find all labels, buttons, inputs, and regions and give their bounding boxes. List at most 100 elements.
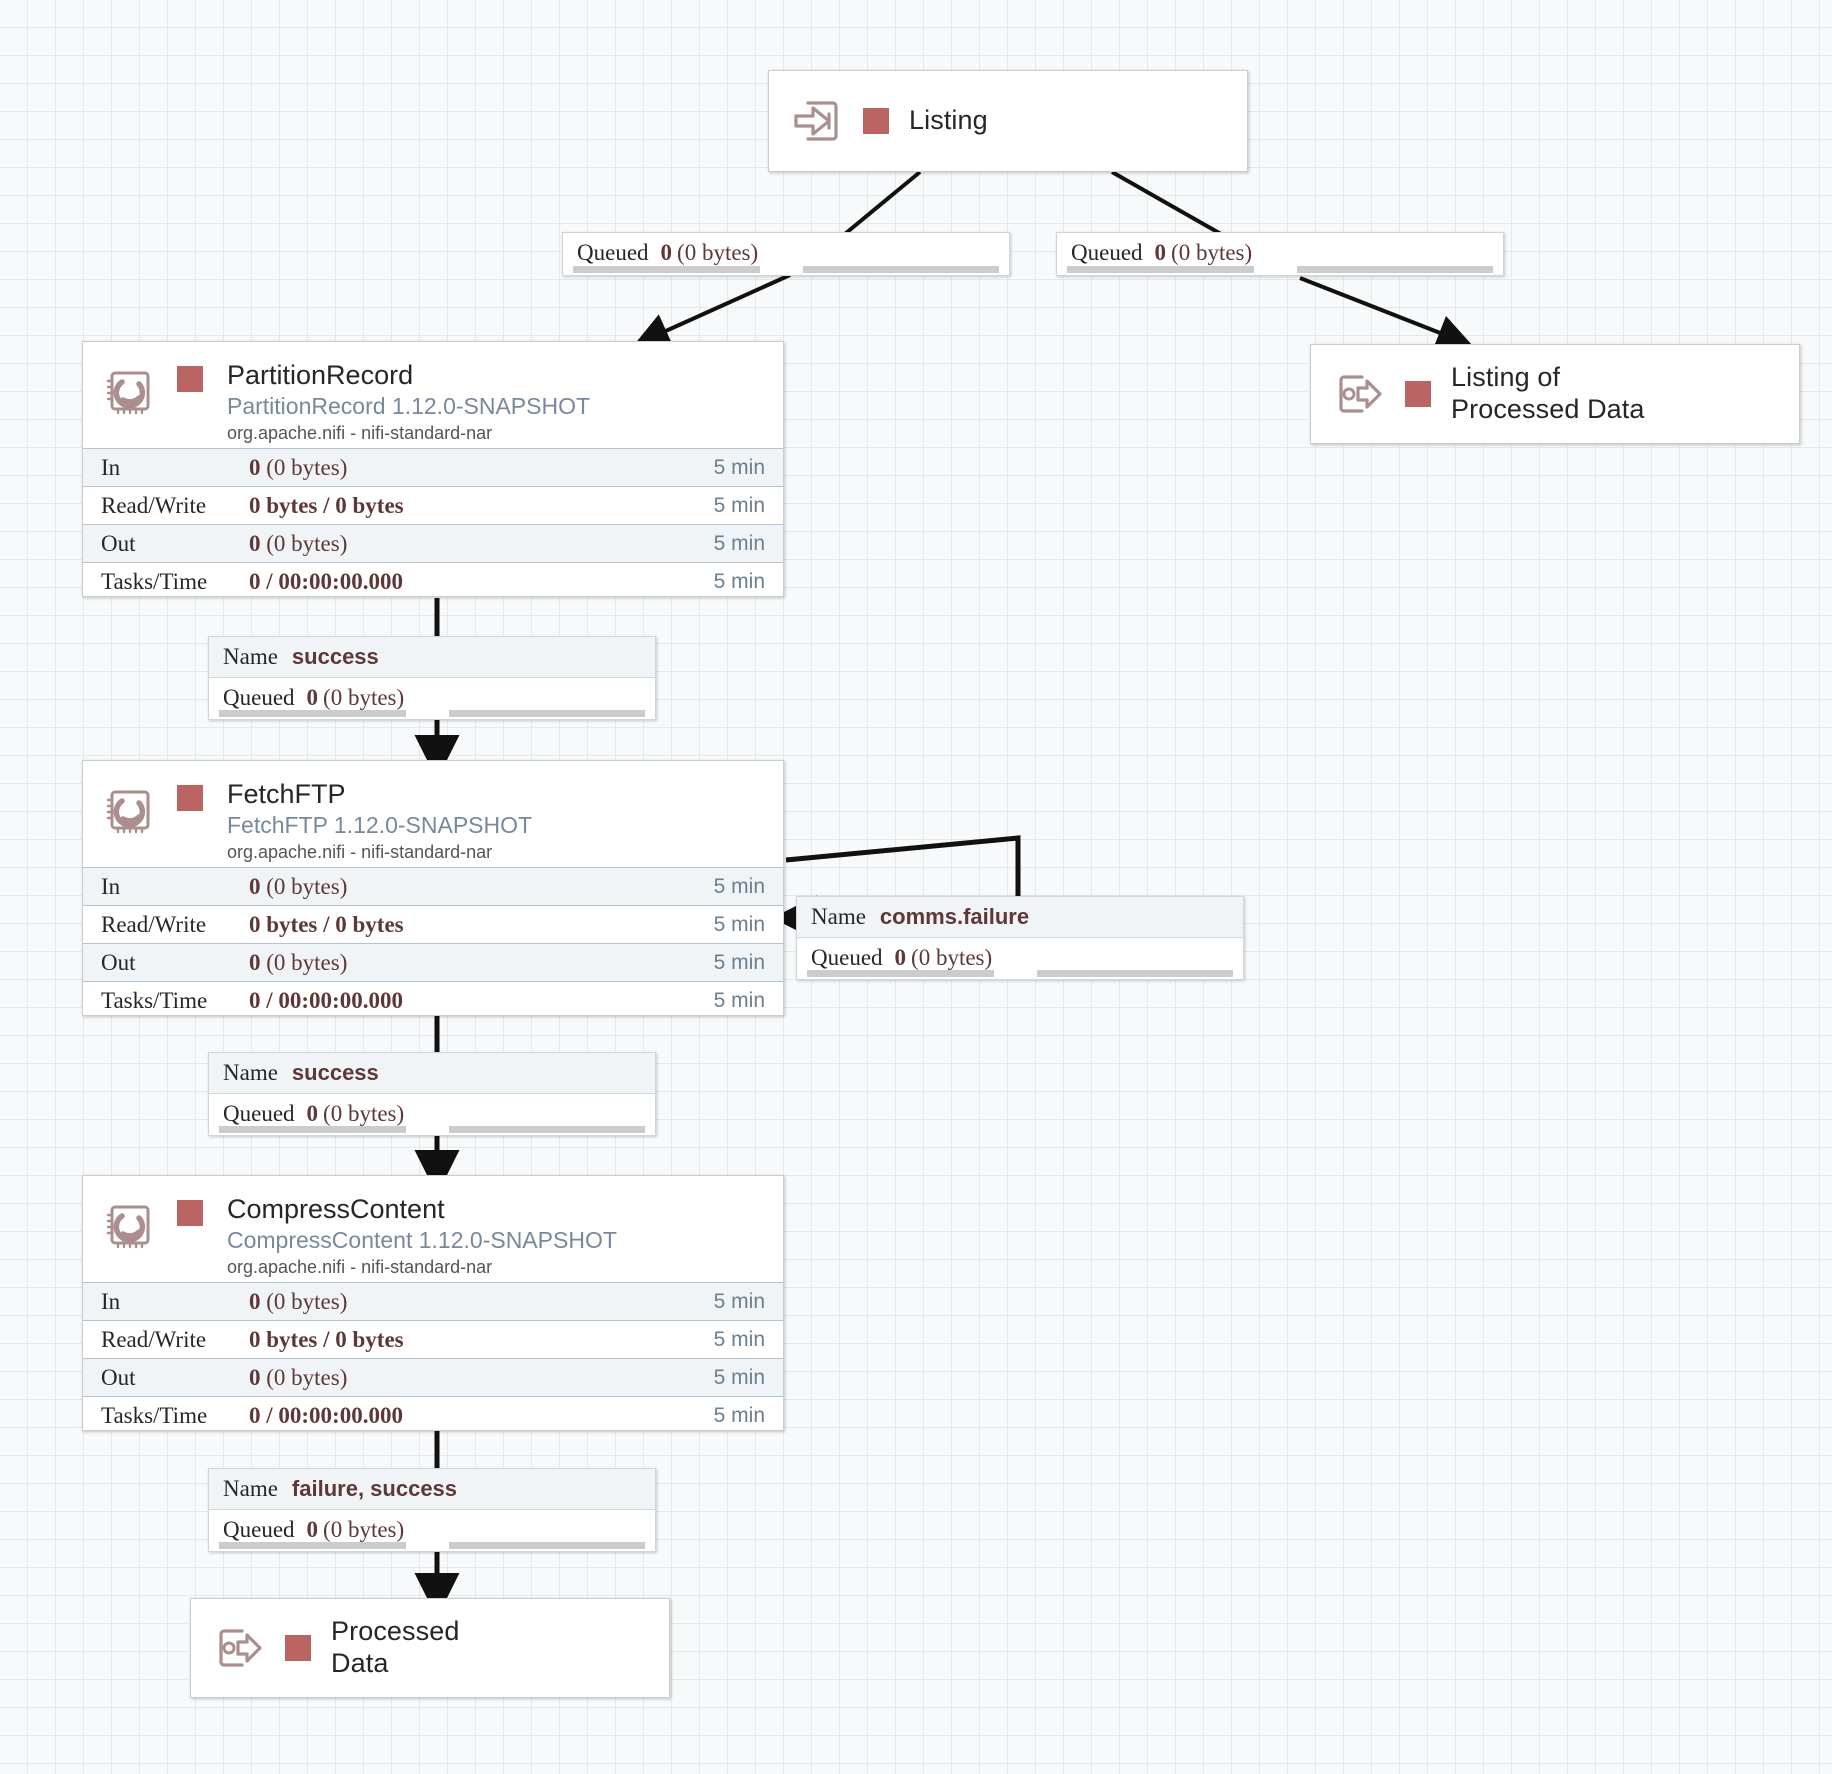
processor-status-swatch xyxy=(177,1200,203,1226)
queue-bar-size xyxy=(1297,266,1493,273)
queue-bar-gap xyxy=(406,1542,449,1549)
processor-bundle: org.apache.nifi - nifi-standard-nar xyxy=(227,1257,493,1278)
processor-status-swatch xyxy=(177,366,203,392)
stat-value: 0 (0 bytes) xyxy=(249,530,348,556)
processor-icon xyxy=(99,1196,159,1256)
processor-header: PartitionRecord PartitionRecord 1.12.0-S… xyxy=(83,342,783,448)
queue-capacity-bars xyxy=(1057,266,1503,273)
output-port-listing-of-processed-data[interactable]: Listing of Processed Data xyxy=(1310,344,1800,444)
port-status-swatch xyxy=(285,1635,311,1661)
stat-row: Read/Write 0 bytes / 0 bytes 5 min xyxy=(83,1321,783,1359)
queue-bar-size xyxy=(803,266,999,273)
queued-label: Queued xyxy=(1071,240,1143,265)
processor-name: FetchFTP xyxy=(227,779,346,809)
stat-value: 0 / 00:00:00.000 xyxy=(249,988,403,1013)
processor-partitionrecord[interactable]: PartitionRecord PartitionRecord 1.12.0-S… xyxy=(82,341,784,597)
stat-timeframe: 5 min xyxy=(713,1365,765,1389)
queued-size: (0 bytes) xyxy=(677,240,759,265)
stat-row: In 0 (0 bytes) 5 min xyxy=(83,449,783,487)
queue-row: Queued 0 (0 bytes) xyxy=(209,1510,655,1550)
queue-bar-count xyxy=(219,710,407,717)
stat-timeframe: 5 min xyxy=(713,455,765,479)
queue-bar-count xyxy=(219,1542,407,1549)
output-port-label: Processed Data xyxy=(331,1616,460,1678)
relationship-name: success xyxy=(291,1060,379,1085)
connection-listing-to-listing-of-processed-data[interactable]: Queued 0 (0 bytes) xyxy=(1056,232,1504,276)
stat-row: In 0 (0 bytes) 5 min xyxy=(83,868,783,906)
queued-count: 0 xyxy=(1154,240,1167,265)
processor-icon xyxy=(99,781,159,841)
queue-bar-gap xyxy=(406,1126,449,1133)
queued-size: (0 bytes) xyxy=(1171,240,1253,265)
stat-timeframe: 5 min xyxy=(713,874,765,898)
processor-stats: In 0 (0 bytes) 5 min Read/Write 0 bytes … xyxy=(83,1282,783,1435)
stat-label: Read/Write xyxy=(101,911,207,937)
connection-fetchftp-comms-failure[interactable]: Name comms.failure Queued 0 (0 bytes) xyxy=(796,896,1244,980)
connection-compresscontent-to-processed-data[interactable]: Name failure, success Queued 0 (0 bytes) xyxy=(208,1468,656,1552)
input-port-icon xyxy=(787,92,845,150)
queued-label: Queued xyxy=(577,240,649,265)
stat-label: Out xyxy=(101,530,136,556)
queued-size: (0 bytes) xyxy=(911,945,993,970)
edge-listing-to-queue-right xyxy=(1111,170,1229,240)
output-port-label: Listing of Processed Data xyxy=(1451,362,1645,424)
stat-timeframe: 5 min xyxy=(713,912,765,936)
stat-timeframe: 5 min xyxy=(713,1404,765,1427)
stat-value: 0 (0 bytes) xyxy=(249,949,348,975)
queue-bar-size xyxy=(449,710,645,717)
stat-value: 0 (0 bytes) xyxy=(249,454,348,480)
edge-queue-left-to-partitionrecord xyxy=(633,273,791,348)
port-status-swatch xyxy=(1405,381,1431,407)
stat-label: In xyxy=(101,873,121,899)
stat-timeframe: 5 min xyxy=(713,531,765,555)
connection-listing-to-partitionrecord[interactable]: Queued 0 (0 bytes) xyxy=(562,232,1010,276)
queue-capacity-bars xyxy=(797,970,1243,977)
processor-stats: In 0 (0 bytes) 5 min Read/Write 0 bytes … xyxy=(83,448,783,601)
relationship-name: success xyxy=(291,644,379,669)
queue-row: Queued 0 (0 bytes) xyxy=(797,938,1243,978)
processor-compresscontent[interactable]: CompressContent CompressContent 1.12.0-S… xyxy=(82,1175,784,1431)
processor-stats: In 0 (0 bytes) 5 min Read/Write 0 bytes … xyxy=(83,867,783,1020)
input-port-listing[interactable]: Listing xyxy=(768,70,1248,172)
queue-capacity-bars xyxy=(563,266,1009,273)
queued-size: (0 bytes) xyxy=(323,1101,405,1126)
processor-type: PartitionRecord 1.12.0-SNAPSHOT xyxy=(227,393,591,420)
stat-value: 0 bytes / 0 bytes xyxy=(249,911,404,937)
processor-titles: FetchFTP FetchFTP 1.12.0-SNAPSHOT org.ap… xyxy=(227,779,532,864)
queued-label: Queued xyxy=(223,1101,295,1126)
queued-label: Queued xyxy=(223,1517,295,1542)
stat-label: Read/Write xyxy=(101,492,207,518)
queued-count: 0 xyxy=(306,1517,319,1542)
output-port-processed-data[interactable]: Processed Data xyxy=(190,1598,670,1698)
stat-row: Read/Write 0 bytes / 0 bytes 5 min xyxy=(83,487,783,525)
stat-value: 0 bytes / 0 bytes xyxy=(249,492,404,518)
queue-capacity-bars xyxy=(209,710,655,717)
queue-row: Queued 0 (0 bytes) xyxy=(209,1094,655,1134)
connection-fetchftp-to-compresscontent[interactable]: Name success Queued 0 (0 bytes) xyxy=(208,1052,656,1136)
stat-timeframe: 5 min xyxy=(713,493,765,517)
name-label: Name xyxy=(223,1060,278,1085)
processor-type: CompressContent 1.12.0-SNAPSHOT xyxy=(227,1227,617,1254)
queued-count: 0 xyxy=(894,945,907,970)
connection-name-row: Name failure, success xyxy=(209,1469,655,1510)
processor-fetchftp[interactable]: FetchFTP FetchFTP 1.12.0-SNAPSHOT org.ap… xyxy=(82,760,784,1016)
queued-label: Queued xyxy=(223,685,295,710)
stat-label: Tasks/Time xyxy=(101,569,208,594)
stat-label: Out xyxy=(101,1364,136,1390)
stat-label: Out xyxy=(101,949,136,975)
output-port-icon xyxy=(209,1619,267,1677)
connection-partitionrecord-to-fetchftp[interactable]: Name success Queued 0 (0 bytes) xyxy=(208,636,656,720)
queue-bar-count xyxy=(807,970,995,977)
stat-row: Tasks/Time 0 / 00:00:00.000 5 min xyxy=(83,1397,783,1435)
queued-size: (0 bytes) xyxy=(323,1517,405,1542)
queue-bar-size xyxy=(1037,970,1233,977)
connection-name-row: Name success xyxy=(209,1053,655,1094)
stat-row: Tasks/Time 0 / 00:00:00.000 5 min xyxy=(83,563,783,601)
edge-queue-right-to-listing-of-processed xyxy=(1299,276,1473,350)
processor-bundle: org.apache.nifi - nifi-standard-nar xyxy=(227,423,493,444)
stat-timeframe: 5 min xyxy=(713,989,765,1012)
queue-bar-gap xyxy=(1254,266,1297,273)
output-port-icon xyxy=(1329,365,1387,423)
relationship-name: comms.failure xyxy=(879,904,1030,929)
